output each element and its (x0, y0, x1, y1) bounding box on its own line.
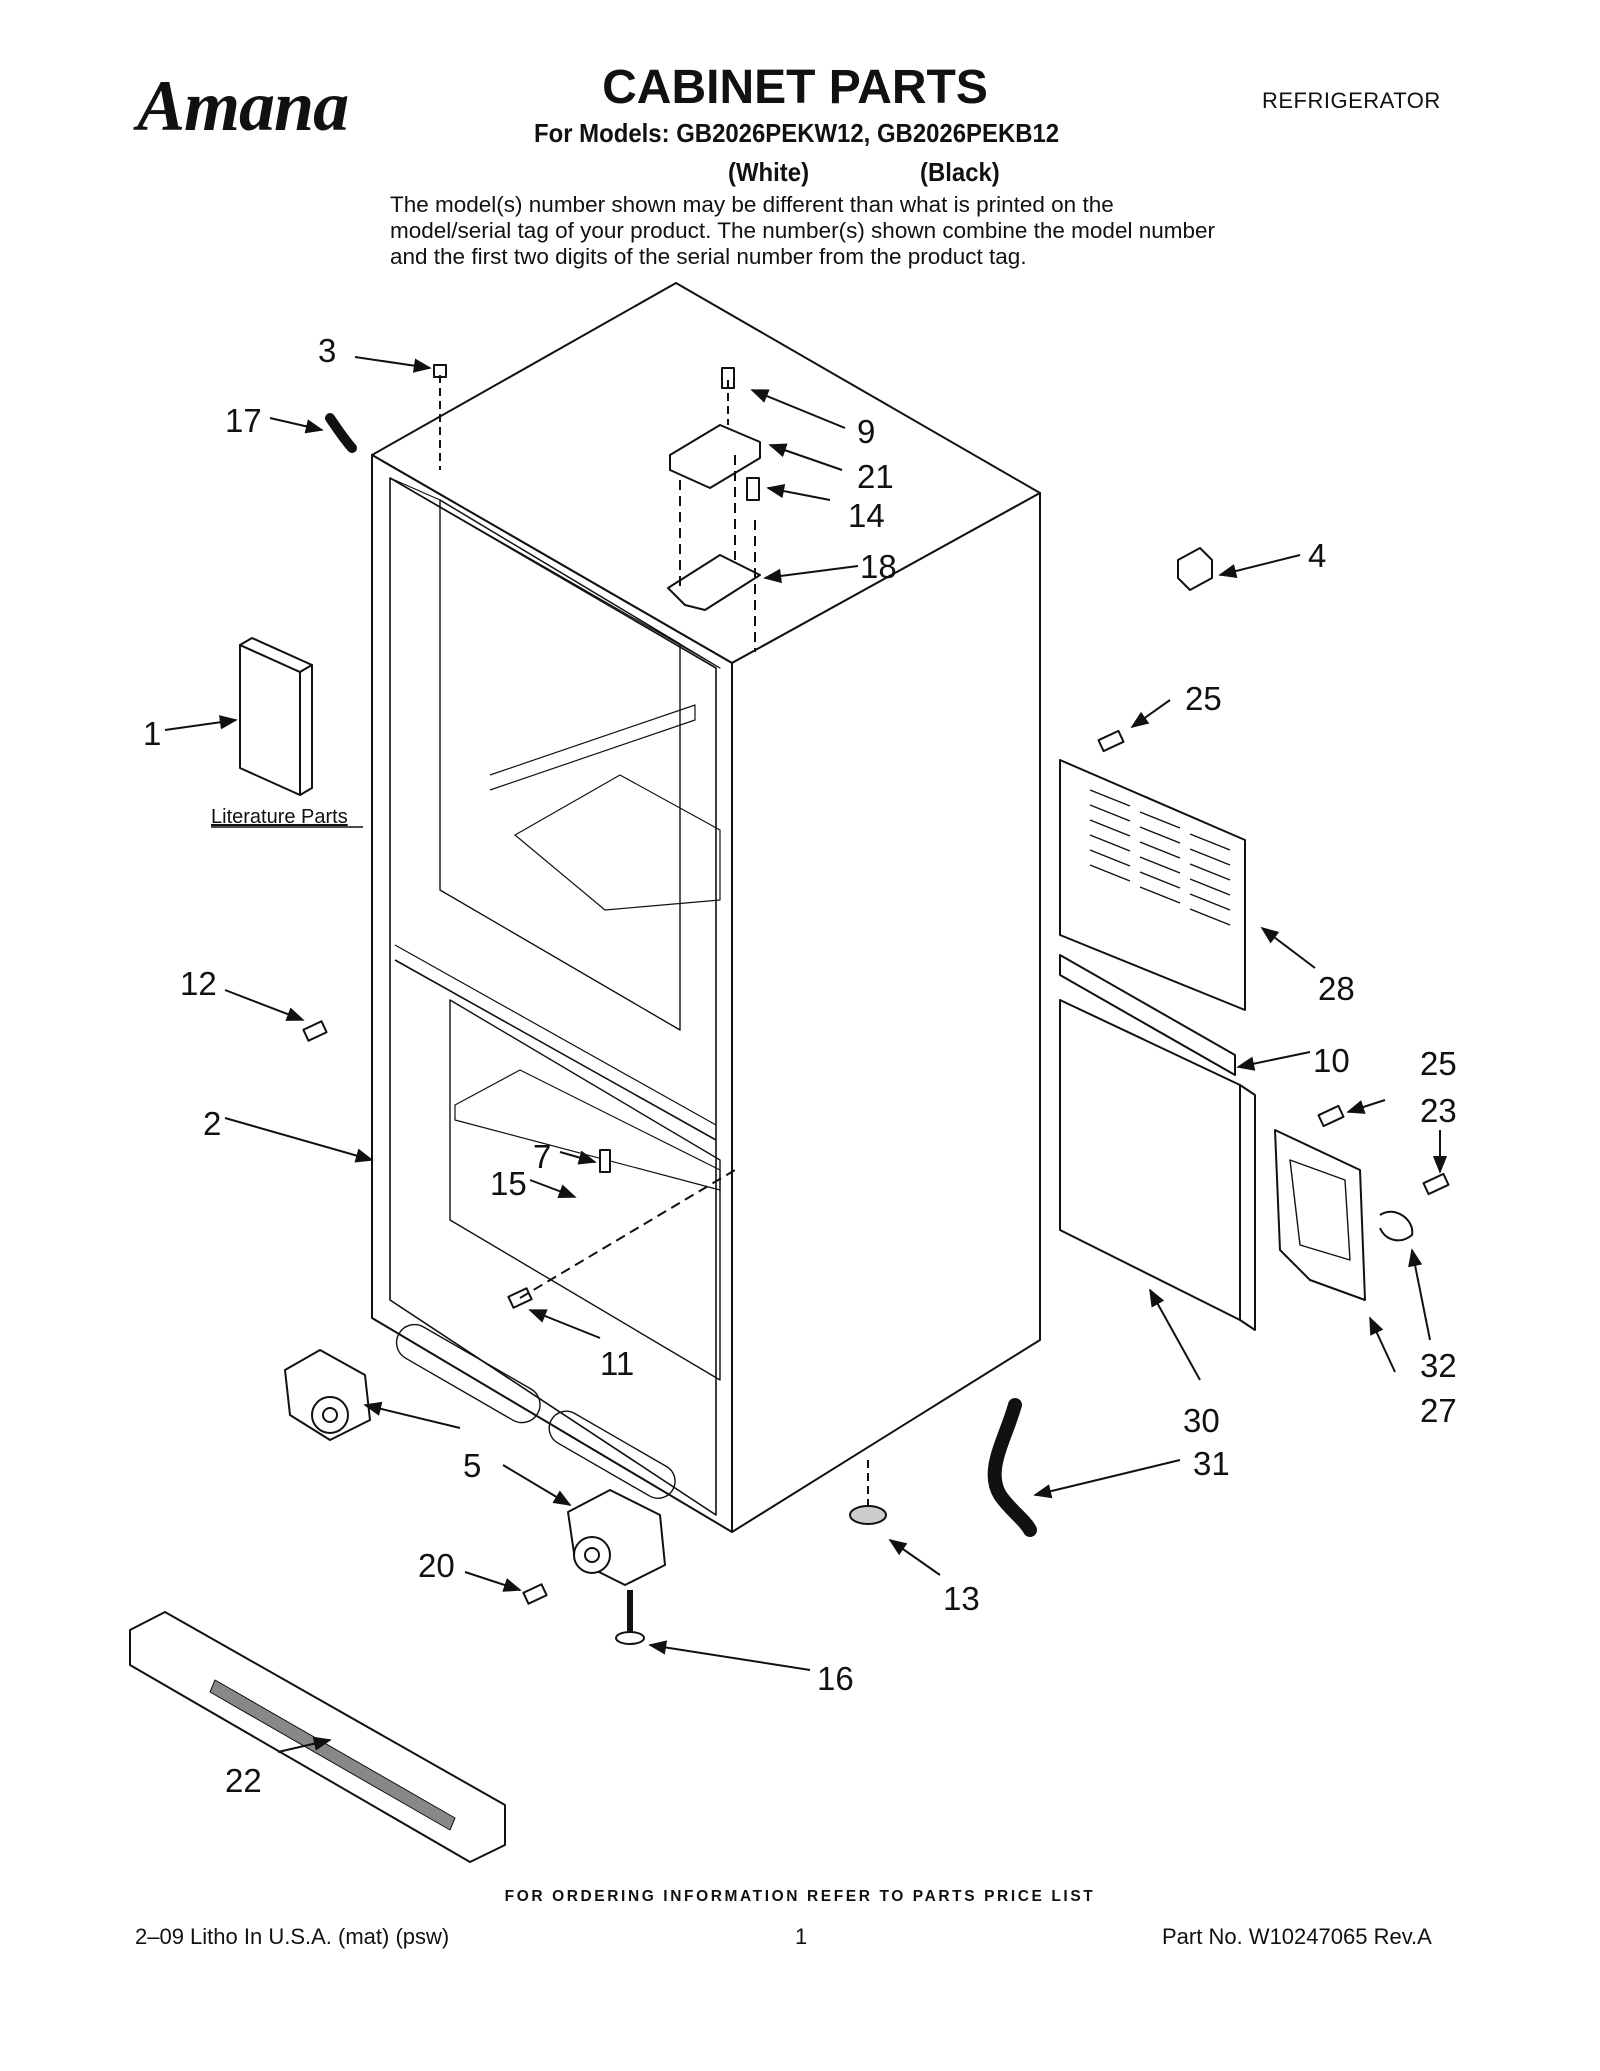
callout-4: 4 (1308, 537, 1326, 574)
product-category: REFRIGERATOR (1262, 88, 1441, 113)
callout-10: 10 (1313, 1042, 1350, 1079)
clip-part-4 (1177, 547, 1213, 591)
callout-14: 14 (848, 497, 885, 534)
callout-27: 27 (1420, 1392, 1457, 1429)
literature-parts-booklet (239, 637, 313, 796)
model-disclaimer: The model(s) number shown may be differe… (390, 192, 1215, 269)
page-number: 1 (795, 1924, 808, 1949)
callout-20: 20 (418, 1547, 455, 1584)
callout-31: 31 (1193, 1445, 1230, 1482)
callout-16: 16 (817, 1660, 854, 1697)
page-title: CABINET PARTS (0, 64, 1600, 112)
drain-tube-part-31 (987, 1398, 1037, 1537)
callout-22: 22 (225, 1762, 262, 1799)
bracket-part-27 (1274, 1129, 1366, 1301)
front-roller-left (284, 1349, 371, 1441)
part-17-tube (325, 413, 357, 453)
rear-access-panel (1059, 759, 1246, 1011)
literature-parts-label: Literature Parts (211, 806, 348, 828)
callout-28: 28 (1318, 970, 1355, 1007)
callout-7: 7 (533, 1138, 551, 1175)
callout-leaders (164, 356, 1448, 1753)
callout-32: 32 (1420, 1347, 1457, 1384)
callout-18: 18 (860, 548, 897, 585)
callout-2: 2 (203, 1105, 221, 1142)
callout-1: 1 (143, 715, 161, 752)
color-white-label: (White) (728, 157, 810, 187)
brand-logo: Amana (137, 66, 349, 146)
callout-9: 9 (857, 413, 875, 450)
callout-3: 3 (318, 332, 336, 369)
trim-strip-part-10 (1059, 954, 1236, 1076)
callout-21: 21 (857, 458, 894, 495)
callout-12: 12 (180, 965, 217, 1002)
part-number: Part No. W10247065 Rev.A (1162, 1924, 1432, 1949)
callout-25b: 25 (1420, 1045, 1457, 1082)
color-black-label: (Black) (920, 157, 1000, 187)
page-title-text: CABINET PARTS (602, 61, 988, 114)
litho-info: 2–09 Litho In U.S.A. (mat) (psw) (135, 1924, 450, 1949)
model-numbers: For Models: GB2026PEKW12, GB2026PEKB12 (534, 118, 1060, 148)
ordering-info: FOR ORDERING INFORMATION REFER TO PARTS … (504, 1888, 1096, 1905)
callout-30: 30 (1183, 1402, 1220, 1439)
lower-panel-part-30 (1059, 999, 1256, 1331)
leveling-leg-part-16 (615, 1590, 645, 1645)
callout-23: 23 (1420, 1092, 1457, 1129)
toe-grille-part-22 (129, 1611, 506, 1863)
top-hinge-assembly (433, 364, 761, 652)
callout-17: 17 (225, 402, 262, 439)
callout-5: 5 (463, 1447, 481, 1484)
clamp-part-32 (1379, 1210, 1414, 1242)
plug-part-13 (849, 1505, 887, 1525)
callout-15: 15 (490, 1165, 527, 1202)
callout-11: 11 (600, 1345, 634, 1382)
callout-25a: 25 (1185, 680, 1222, 717)
callout-13: 13 (943, 1580, 980, 1617)
front-roller-right (567, 1489, 666, 1586)
